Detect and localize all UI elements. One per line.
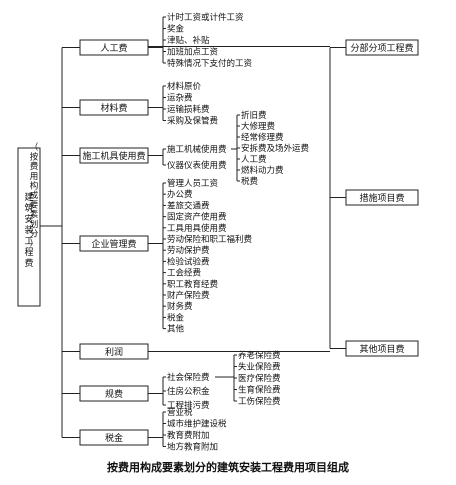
root-note-char: 要 <box>30 201 39 211</box>
item-label: 工具用具使用费 <box>167 223 227 234</box>
item-label: 固定资产使用费 <box>167 212 227 223</box>
item-label: 运杂费 <box>167 93 193 104</box>
item-label: 教育费附加 <box>167 430 210 441</box>
root-label-char: 费 <box>24 257 33 269</box>
item-label: 财产保险费 <box>167 290 210 301</box>
category-label: 材料费 <box>100 102 127 114</box>
item-label: 职工教育经费 <box>167 279 219 290</box>
root-note-char: ） <box>30 238 39 249</box>
sub-item-label: 生育保险费 <box>238 385 281 396</box>
category-label: 人工费 <box>100 42 127 54</box>
category-label: 企业管理费 <box>91 238 136 250</box>
root-label-char: 装 <box>24 224 33 236</box>
item-label: 办公费 <box>167 189 193 200</box>
sub-item-label: 燃料动力费 <box>241 165 284 176</box>
category-label: 税金 <box>105 432 123 444</box>
root-note-char: 分 <box>30 229 39 239</box>
output-label: 分部分项工程费 <box>350 42 413 54</box>
item-label: 津贴、补贴 <box>167 35 210 46</box>
item-label: 劳动保险和职工福利费 <box>167 234 253 245</box>
root-box <box>17 147 41 307</box>
item-label: 其他 <box>167 324 185 335</box>
category-label: 利润 <box>105 346 123 358</box>
item-label: 特殊情况下支付的工资 <box>167 58 253 69</box>
root-label-char: 建 <box>24 191 33 203</box>
root-note-char: 构 <box>30 180 39 191</box>
root-note-char: 划 <box>30 219 39 230</box>
root-label-char: 安 <box>24 213 33 225</box>
item-label: 检验试验费 <box>167 256 210 267</box>
item-label: 工程排污费 <box>167 400 210 411</box>
item-label: 仪器仪表使用费 <box>167 160 227 171</box>
sub-item-label: 工伤保险费 <box>238 396 281 407</box>
item-label: 财务费 <box>167 301 193 312</box>
sub-item-label: 医疗保险费 <box>238 373 281 384</box>
item-label: 城市维护建设税 <box>167 419 227 430</box>
item-label: 营业税 <box>167 407 193 418</box>
item-label: 住房公积金 <box>167 386 210 397</box>
item-label: 地方教育附加 <box>167 442 218 453</box>
item-label: 税金 <box>167 312 185 323</box>
output-label: 其他项目费 <box>359 343 404 355</box>
root-note-char: （ <box>30 142 39 153</box>
item-label: 材料原价 <box>167 81 202 92</box>
item-label: 社会保险费 <box>167 372 210 383</box>
root-note-char: 费 <box>30 161 39 172</box>
item-label: 工会经费 <box>167 268 202 279</box>
sub-item-label: 大修理费 <box>241 121 276 132</box>
sub-item-label: 养老保险费 <box>238 350 281 361</box>
sub-item-label: 失业保险费 <box>238 362 281 373</box>
sub-item-label: 税费 <box>241 176 259 187</box>
sub-item-label: 折旧费 <box>241 110 267 121</box>
item-label: 计时工资或计件工资 <box>167 12 244 23</box>
output-label: 措施项目费 <box>359 192 404 204</box>
item-label: 采购及保管费 <box>167 116 219 127</box>
root-label-char: 工 <box>24 237 33 247</box>
figure-caption: 按费用构成要素划分的建筑安装工程费用项目组成 <box>107 461 349 474</box>
item-label: 管理人员工资 <box>167 178 219 189</box>
item-label: 施工机械使用费 <box>167 144 227 155</box>
root-note-char: 用 <box>30 172 39 182</box>
sub-item-label: 安拆费及场外运费 <box>241 143 310 154</box>
item-label: 加班加点工资 <box>167 47 219 58</box>
root-note-char: 成 <box>30 190 39 201</box>
root-note-char: 按 <box>30 152 39 163</box>
item-label: 运输损耗费 <box>167 104 210 115</box>
item-label: 奖金 <box>167 24 185 35</box>
root-label-char: 程 <box>24 247 33 258</box>
category-label: 施工机具使用费 <box>82 150 145 162</box>
root-label-char: 筑 <box>24 202 33 214</box>
root-note-char: 素 <box>30 209 39 220</box>
item-label: 差旅交通费 <box>167 200 210 211</box>
item-label: 劳动保护费 <box>167 245 210 256</box>
sub-item-label: 人工费 <box>241 154 267 165</box>
sub-item-label: 经常修理费 <box>241 132 284 143</box>
category-label: 规费 <box>105 388 123 400</box>
